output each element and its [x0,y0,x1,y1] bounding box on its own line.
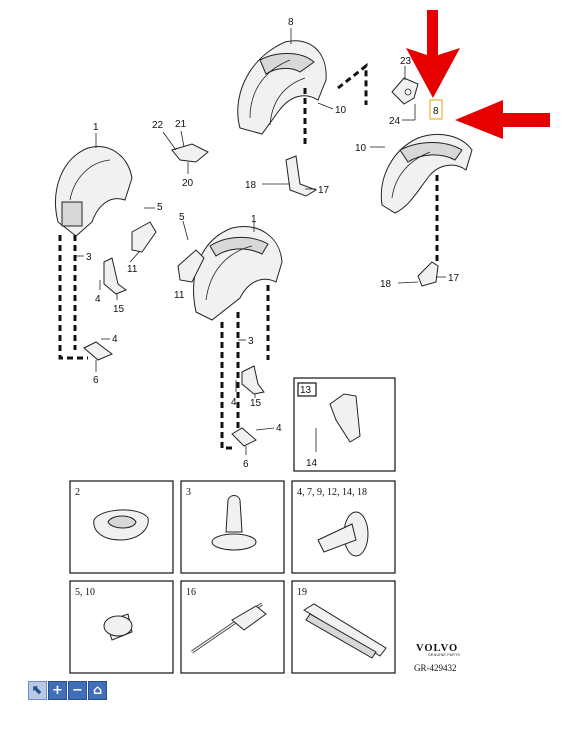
callout-3-mid: 3 [248,336,254,347]
callout-10-right: 10 [355,143,367,154]
mud-flap-right [417,261,439,287]
wheel-liner-left [55,146,133,237]
mud-flap-top [285,155,318,197]
callout-4-left-b: 4 [112,334,118,345]
callout-6-left: 6 [93,375,99,386]
diagram-reference: GR-429432 [414,663,457,673]
wheel-liner-middle [193,226,283,321]
fastener-label: 5, 10 [75,587,95,598]
callout-24: 24 [389,116,401,127]
callout-17-top: 17 [318,185,330,196]
bracket-6-mid [231,427,257,447]
home-icon[interactable]: ⌂ [88,681,107,700]
fastener-label: 2 [75,487,80,498]
fastener-box-16: 16 [180,580,285,674]
brand-tagline: GENUINE PARTS [428,653,461,657]
bracket-11-mid [177,249,205,283]
viewer-toolbar: ⬉ + − ⌂ [28,681,107,700]
zoom-in-icon[interactable]: + [48,681,67,700]
callout-14: 14 [306,458,318,469]
left-arrow-icon [455,100,550,139]
wheel-liner-rear [237,40,327,135]
callout-21: 21 [175,119,187,130]
callout-15-mid: 15 [250,398,262,409]
highlight-arrows [406,10,550,139]
zoom-out-icon[interactable]: − [68,681,87,700]
bracket-11-left [131,221,157,253]
brand-logo: VOLVO [416,643,458,654]
fastener-label: 19 [297,587,307,598]
callout-5-left: 5 [157,202,163,213]
fastener-box-3: 3 [180,480,285,574]
callout-6-mid: 6 [243,459,249,470]
wheel-liner-right [380,134,473,214]
fastener-label: 3 [186,487,191,498]
callout-3-left: 3 [86,252,92,263]
fastener-box-19: 19 [291,580,396,674]
callout-4-left: 4 [95,294,101,305]
fastener-box-5: 5, 10 [69,580,174,674]
callout-5-mid: 5 [179,212,185,223]
callout-8-top: 8 [288,17,294,28]
callout-10-top: 10 [335,105,347,116]
callout-8-box: 8 [433,106,439,117]
callout-23: 23 [400,56,412,67]
fastener-box-4: 4, 7, 9, 12, 14, 18 [291,480,396,574]
callout-22: 22 [152,120,164,131]
detail-box-13: 13 14 [293,377,396,472]
callout-15-left: 15 [113,304,125,315]
mud-flap-mid [241,365,265,395]
pointer-icon[interactable]: ⬉ [28,681,47,700]
callout-18-right: 18 [380,279,392,290]
fastener-box-2: 2 [69,480,174,574]
callout-1-mid: 1 [251,214,257,225]
callout-20: 20 [182,178,194,189]
callout-1-left: 1 [93,122,99,133]
bracket-20 [171,143,209,163]
callout-11-mid: 11 [174,290,185,301]
callout-4-mid-b: 4 [276,423,282,434]
callout-4-mid: 4 [231,397,237,408]
mud-flap-13 [329,393,361,443]
callout-13: 13 [300,385,312,396]
callout-17-right: 17 [448,273,460,284]
clip-23 [391,77,419,105]
callout-18-top: 18 [245,180,257,191]
callout-11-left: 11 [127,264,138,275]
bracket-6-left [83,341,113,361]
fastener-label: 4, 7, 9, 12, 14, 18 [297,487,367,498]
down-arrow-icon [406,10,460,98]
mud-flap-left [103,257,128,295]
fastener-label: 16 [186,587,196,598]
